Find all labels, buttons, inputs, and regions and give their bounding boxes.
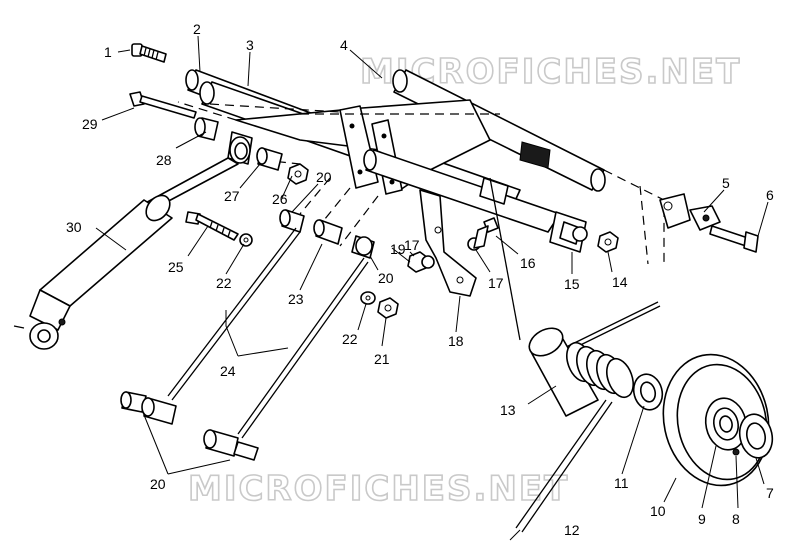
watermark-bottom: MICROFICHES.NET (188, 469, 569, 509)
nut-21 (377, 297, 399, 319)
callout-18: 18 (448, 333, 464, 349)
callout-20-a: 20 (316, 169, 332, 185)
callout-17-b: 17 (488, 275, 504, 291)
callout-22-a: 22 (216, 275, 232, 291)
callout-21: 21 (374, 351, 390, 367)
nut-26 (287, 163, 309, 185)
shock-mount-28 (194, 117, 219, 141)
leader-lines (95, 35, 769, 541)
callout-22-b: 22 (342, 331, 358, 347)
callout-20-b: 20 (378, 270, 394, 286)
spring-spacer-13 (528, 327, 599, 417)
callout-5: 5 (722, 175, 730, 191)
bearing-9 (712, 407, 740, 441)
bolt-29 (129, 91, 197, 119)
callout-11: 11 (614, 475, 629, 491)
callout-2: 2 (193, 21, 201, 37)
bracket-18 (419, 189, 477, 297)
callout-9: 9 (698, 511, 706, 527)
callout-25: 25 (168, 259, 184, 275)
rear-axle-4 (392, 69, 606, 192)
bolt-25 (185, 211, 239, 241)
callout-19: 19 (390, 241, 406, 257)
washer-22-upper (239, 233, 253, 247)
callout-30: 30 (66, 219, 82, 235)
arm-frame (235, 99, 561, 233)
callout-8: 8 (732, 511, 740, 527)
shock-absorber-30 (13, 157, 239, 350)
bolt-1 (131, 43, 167, 63)
end-cap-5 (659, 193, 721, 231)
callout-12: 12 (564, 522, 580, 538)
bushing-23 (313, 219, 343, 245)
callout-4: 4 (340, 37, 348, 53)
link-rod-24-left (120, 227, 301, 425)
bushing-27 (256, 147, 283, 171)
plate-15 (549, 211, 588, 253)
callout-14: 14 (612, 274, 628, 290)
torsion-spring (566, 341, 634, 399)
callout-13: 13 (500, 402, 516, 418)
callout-7: 7 (766, 485, 774, 501)
bearing-7 (738, 413, 774, 459)
shock-eye-upper (227, 131, 253, 165)
callout-17-a: 17 (404, 237, 420, 253)
bolt-16 (473, 217, 499, 249)
callout-1: 1 (104, 44, 112, 60)
callout-27: 27 (224, 188, 240, 204)
callout-6: 6 (766, 187, 774, 203)
callout-20-c: 20 (150, 476, 166, 492)
bushing-20-b (351, 235, 375, 259)
nut-14 (597, 231, 619, 253)
callout-3: 3 (246, 37, 254, 53)
callout-labels: 1 2 3 4 5 6 7 8 9 10 11 12 13 14 15 16 1… (66, 21, 774, 538)
spacer-8 (732, 448, 740, 456)
washer-22-lower (360, 291, 376, 305)
callout-15: 15 (564, 276, 580, 292)
callout-24: 24 (220, 363, 236, 379)
washer-17a (421, 255, 435, 269)
callout-23: 23 (288, 291, 304, 307)
callout-28: 28 (156, 152, 172, 168)
callout-26: 26 (272, 191, 288, 207)
idler-mount-line (489, 177, 521, 341)
callout-16: 16 (520, 255, 536, 271)
washer-11 (632, 373, 664, 411)
bolt-6 (709, 225, 759, 253)
callout-10: 10 (650, 503, 666, 519)
link-rod-24-right (203, 257, 369, 461)
callout-29: 29 (82, 116, 98, 132)
